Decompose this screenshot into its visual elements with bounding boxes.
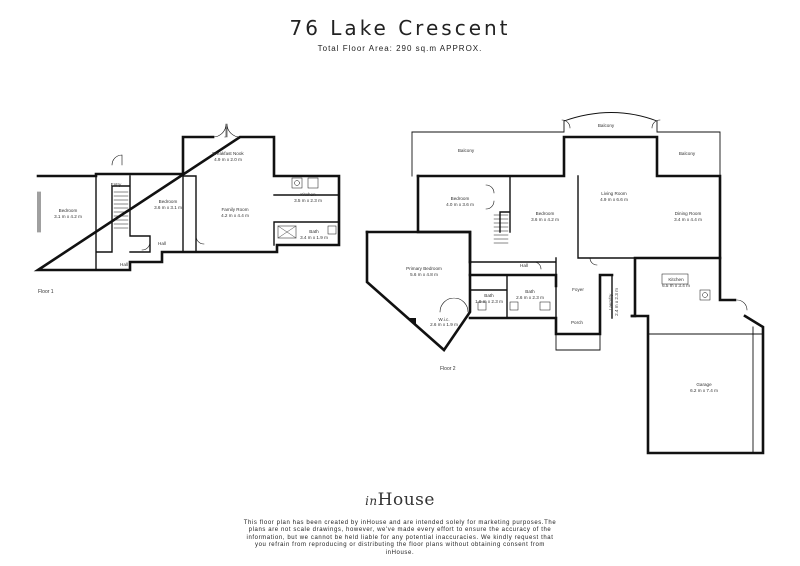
room-name: Family Room [221,207,248,212]
floor-1-label: Floor 1 [38,289,54,295]
floor-1-walls [33,123,341,272]
room-dims: 4.2 m x 4.4 m [221,213,249,218]
room-dims: 1.9 m x 2.3 m [475,299,503,304]
room-dims: 6.5 m x 3.4 m [662,283,690,288]
room-name: Foyer [572,287,584,292]
room-name: Balcony [598,123,615,128]
room-name: Kitchen [300,192,316,197]
room-name: Balcony [679,151,696,156]
room-dims: 6.2 m x 7.4 m [690,388,718,393]
room-dims: 3.5 m x 2.3 m [294,198,322,203]
room-name: Garage [696,382,712,387]
room-name: Kitchen [668,277,684,282]
room-dims: 3.1 m x 4.2 m [54,214,82,219]
inhouse-logo: inHouse [0,490,800,510]
room-dims: 3.6 m x 3.1 m [154,205,182,210]
floor-2-room-labels: Balcony Balcony Balcony Bedroom 4.0 m x … [406,123,718,393]
floor-2-walls [365,112,765,455]
room-dims: 2.4 m x 2.3 m [614,288,619,316]
room-name: Bedroom [59,208,78,213]
room-dims: 2.6 m x 1.9 m [430,322,458,327]
room-name: Bath [525,289,535,294]
room-name: Primary Bedroom [406,266,442,271]
logo-name: House [377,490,435,510]
room-name: Bedroom [451,196,470,201]
room-dims: 4.9 m x 6.6 m [600,197,628,202]
plan-title: 76 Lake Crescent [289,16,511,40]
room-name: Balcony [458,148,475,153]
room-name: Hall [158,241,166,246]
room-name: W.i.c. [438,317,449,322]
floor-2-label: Floor 2 [440,366,456,372]
room-dims: 4.0 m x 3.6 m [446,202,474,207]
room-name: Bath [484,293,494,298]
room-dims: 5.6 m x 4.8 m [410,272,438,277]
room-name: Bath [309,229,319,234]
floor-1-room-labels: Bedroom 3.1 m x 4.2 m Entry Bedroom 3.6 … [38,151,328,295]
room-name: Laundry [608,293,613,310]
room-name: Hall [120,262,128,267]
room-name: Hall [520,263,528,268]
room-dims: 3.6 m x 4.2 m [531,217,559,222]
disclaimer-text: This floor plan has been created by inHo… [243,520,557,556]
room-name: Dining Room [675,211,702,216]
room-dims: 4.9 m x 2.0 m [214,157,242,162]
room-name: Entry [111,182,122,187]
room-name: Bedroom [159,199,178,204]
room-name: Porch [571,320,583,325]
total-floor-area: Total Floor Area: 290 sq.m APPROX. [317,44,483,53]
room-name: Breakfast Nook [212,151,244,156]
logo-prefix: in [365,494,378,508]
room-dims: 3.4 m x 1.9 m [300,235,328,240]
room-dims: 2.6 m x 2.3 m [516,295,544,300]
room-dims: 3.4 m x 4.4 m [674,217,702,222]
room-name: Living Room [601,191,627,196]
room-name: Bedroom [536,211,555,216]
